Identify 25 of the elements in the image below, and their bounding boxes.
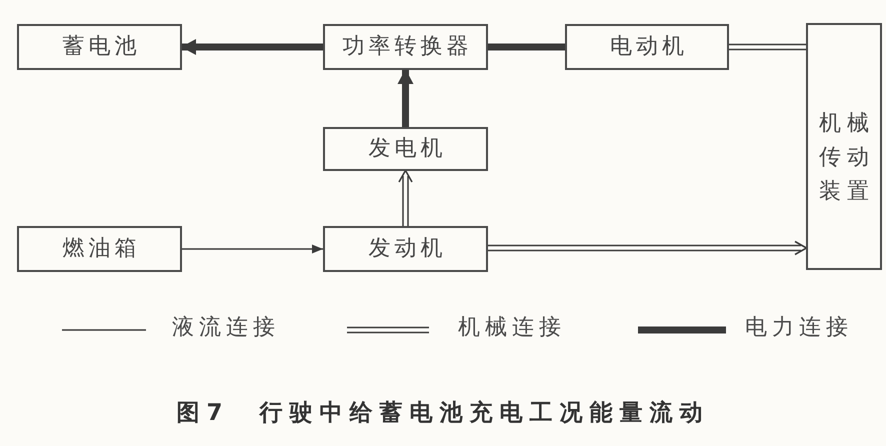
double-arrow: [487, 240, 808, 256]
double-arrow: [398, 170, 413, 227]
thick-line: [488, 44, 565, 50]
node-label: 燃油箱: [62, 236, 140, 262]
process-box: [565, 24, 729, 70]
node-label: 蓄电池: [62, 34, 140, 60]
legend-label: 机械连接: [458, 314, 566, 342]
process-box: [17, 24, 182, 70]
arrow: [182, 244, 323, 254]
thick-arrow: [181, 39, 323, 55]
thick-arrow: [398, 69, 414, 127]
double-line: [728, 44, 807, 50]
figure-caption: 图7 行驶中给蓄电池充电工况能量流动: [175, 399, 710, 428]
process-box: [806, 23, 882, 270]
legend-label: 电力连接: [745, 314, 853, 342]
node-label: 发电机: [368, 136, 446, 162]
process-box: [17, 226, 182, 272]
process-box: [323, 24, 488, 70]
node-label: 功率转换器: [342, 34, 472, 60]
process-box: [323, 127, 488, 171]
legend-label: 液流连接: [172, 314, 280, 342]
node-label: 机械传动装置: [818, 110, 876, 206]
node-label: 发动机: [368, 236, 446, 262]
process-box: [323, 226, 488, 272]
node-label: 电动机: [609, 34, 688, 60]
